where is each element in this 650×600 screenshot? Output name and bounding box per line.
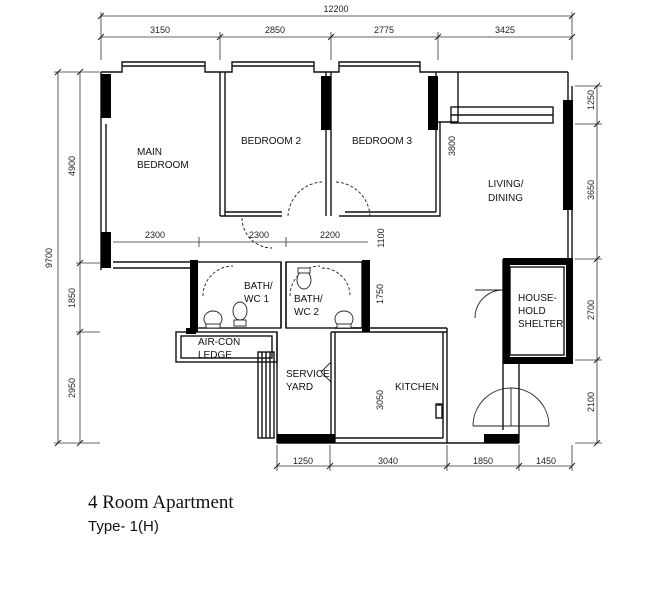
- room-label-shelter-line3: SHELTER: [518, 319, 563, 330]
- dim-top-2: 2850: [265, 25, 285, 35]
- dim-bottom-3: 1850: [473, 456, 493, 466]
- dim-right-1: 1250: [586, 90, 596, 110]
- dim-overall-width: 12200: [323, 4, 348, 14]
- dim-right-3: 2700: [586, 300, 596, 320]
- dim-left-total: 9700: [44, 248, 54, 268]
- plan-title: 4 Room Apartment: [88, 492, 234, 513]
- room-label-bedroom3: BEDROOM 3: [352, 136, 412, 147]
- room-label-kitchen: KITCHEN: [395, 382, 439, 393]
- dim-inner-1: 2300: [145, 230, 165, 240]
- room-label-living-line2: DINING: [488, 193, 523, 204]
- dim-left-2: 1850: [67, 288, 77, 308]
- room-labels: MAIN BEDROOM BEDROOM 2 BEDROOM 3 LIVING/…: [137, 136, 563, 393]
- dim-top-4: 3425: [495, 25, 515, 35]
- plan-type-label: Type- 1(H): [88, 518, 159, 535]
- dim-inner-4: 1100: [376, 228, 386, 247]
- room-label-bath1-line2: WC 1: [244, 294, 269, 305]
- door-swings: [202, 181, 550, 427]
- room-label-shelter-line2: HOLD: [518, 306, 546, 317]
- room-label-bath1-line1: BATH/: [244, 281, 273, 292]
- room-label-living-line1: LIVING/: [488, 179, 524, 190]
- dim-bottom-2: 3040: [378, 456, 398, 466]
- room-label-aircon-line2: LEDGE: [198, 350, 232, 361]
- structural-columns: [101, 74, 573, 443]
- room-label-bath2-line2: WC 2: [294, 307, 319, 318]
- dim-top-1: 3150: [150, 25, 170, 35]
- dim-right-2: 3650: [586, 180, 596, 200]
- room-label-master-line2: BEDROOM: [137, 160, 189, 171]
- dim-inner-3: 2200: [320, 230, 340, 240]
- room-label-service-line1: SERVICE: [286, 369, 330, 380]
- dim-inner-7: 3800: [447, 136, 457, 156]
- room-label-aircon-line1: AIR-CON: [198, 337, 240, 348]
- dim-right-4: 2100: [586, 392, 596, 412]
- room-label-bath2-line1: BATH/: [294, 294, 323, 305]
- room-label-service-line2: YARD: [286, 382, 313, 393]
- dimension-ticks: [54, 12, 601, 470]
- toilet-icons: [203, 267, 354, 329]
- dim-bottom-4: 1450: [536, 456, 556, 466]
- room-label-bedroom2: BEDROOM 2: [241, 136, 301, 147]
- dim-left-3: 2950: [67, 378, 77, 398]
- dim-left-1: 4900: [67, 156, 77, 176]
- thin-walls: [100, 61, 573, 444]
- dim-top-3: 2775: [374, 25, 394, 35]
- room-label-master-line1: MAIN: [137, 147, 162, 158]
- dim-bottom-1: 1250: [293, 456, 313, 466]
- dim-inner-2: 2300: [249, 230, 269, 240]
- dim-inner-5: 1750: [375, 284, 385, 304]
- dimension-labels: 12200 3150 2850 2775 3425 9700 4900 1850…: [44, 4, 596, 466]
- dim-inner-6: 3050: [375, 390, 385, 410]
- room-label-shelter-line1: HOUSE-: [518, 293, 557, 304]
